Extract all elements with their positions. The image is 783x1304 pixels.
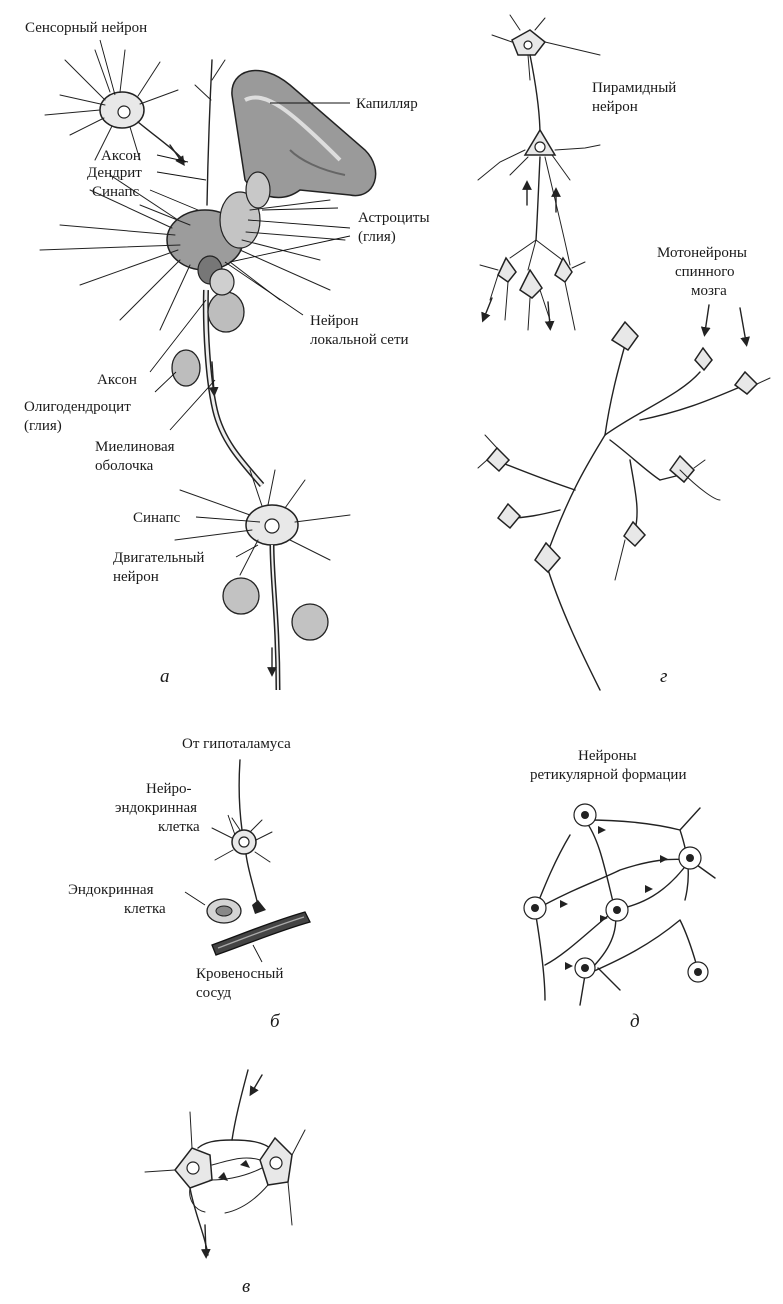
neuron-cell-icon	[511, 29, 547, 56]
pyramidal-neuron-drawing	[477, 128, 601, 271]
label-dendrite: Дендрит	[87, 165, 142, 181]
label-oligodendrocyte-1: Олигодендроцит	[24, 399, 131, 415]
label-pyramidal-1: Пирамидный	[592, 80, 676, 96]
spinal-motoneurons-drawing	[477, 304, 771, 691]
label-myelin-2: оболочка	[95, 458, 154, 474]
endocrine-cell-drawing	[206, 898, 242, 924]
myelinated-axon-drawing	[171, 268, 265, 487]
label-motoneurons-3: мозга	[691, 283, 727, 299]
label-capillary: Капилляр	[356, 96, 418, 112]
panel-letter-a: а	[160, 666, 170, 687]
label-reticular-1: Нейроны	[578, 748, 637, 764]
label-vessel-2: сосуд	[196, 985, 232, 1001]
neuroendocrine-cell-drawing	[211, 817, 273, 914]
label-neuroendocrine-2: эндокринная	[115, 800, 197, 816]
label-motor-neuron-1: Двигательный	[113, 550, 204, 566]
label-local-neuron-2: локальной сети	[310, 332, 409, 348]
panel-letter-g: г	[660, 666, 667, 687]
label-synapse-top: Синапс	[92, 184, 140, 200]
local-neuron-cluster-drawing	[39, 171, 346, 331]
lower-pyramidal-cells-drawing	[479, 256, 586, 331]
blood-vessel-drawing	[211, 911, 311, 956]
panel-letter-b: б	[270, 1011, 281, 1032]
label-oligodendrocyte-2: (глия)	[24, 418, 62, 434]
label-synapse-bottom: Синапс	[133, 510, 181, 526]
panel-b: От гипоталамуса Нейро- эндокринная клетк…	[68, 736, 311, 1032]
label-astrocytes-2: (глия)	[358, 229, 396, 245]
label-myelin-1: Миелиновая	[95, 439, 175, 455]
panel-v: в	[144, 1069, 306, 1297]
label-astrocytes-1: Астроциты	[358, 210, 430, 226]
label-neuroendocrine-3: клетка	[158, 819, 200, 835]
label-pyramidal-2: нейрон	[592, 99, 638, 115]
label-neuroendocrine-1: Нейро-	[146, 781, 192, 797]
panel-letter-v: в	[242, 1276, 250, 1297]
panel-d: Нейроны ретикулярной формации д	[523, 748, 716, 1032]
sensory-neuron-drawing	[44, 49, 186, 167]
label-motoneurons-2: спинного	[675, 264, 735, 280]
label-axon-bottom: Аксон	[97, 372, 137, 388]
reticular-network-drawing	[523, 803, 716, 1006]
label-from-hypothalamus: От гипоталамуса	[182, 736, 291, 752]
panel-g: Пирамидный нейрон Мотонейроны спинного м…	[477, 14, 771, 691]
label-vessel-1: Кровеносный	[196, 966, 283, 982]
panel-a: Сенсорный нейрон Капилляр Аксон Дендрит …	[24, 20, 430, 691]
label-reticular-2: ретикулярной формации	[530, 767, 686, 783]
main-dendrite-line	[206, 59, 213, 206]
label-endocrine-1: Эндокринная	[68, 882, 154, 898]
label-axon-top: Аксон	[101, 148, 141, 164]
reciprocal-neurons-drawing	[144, 1069, 306, 1259]
label-motor-neuron-2: нейрон	[113, 569, 159, 585]
label-endocrine-2: клетка	[124, 901, 166, 917]
motor-neuron-drawing	[174, 469, 351, 691]
label-local-neuron-1: Нейрон	[310, 313, 359, 329]
label-motoneurons-1: Мотонейроны	[657, 245, 747, 261]
label-sensory-neuron: Сенсорный нейрон	[25, 20, 147, 36]
panel-letter-d: д	[630, 1011, 640, 1032]
